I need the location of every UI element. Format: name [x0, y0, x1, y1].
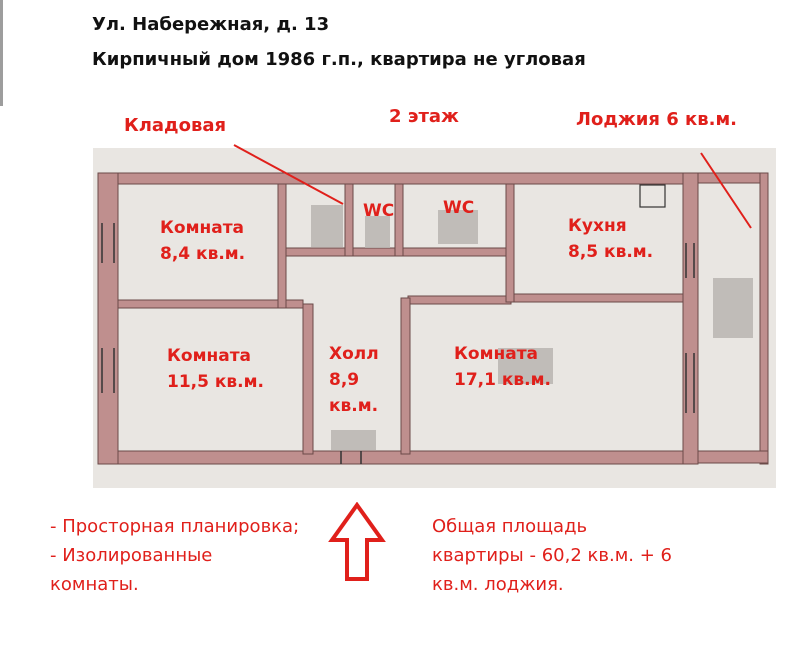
blur-patch-hall [331, 430, 376, 450]
loggia-pointer-line [700, 152, 752, 229]
total-area-note: Общая площадь квартиры - 60,2 кв.м. + 6 … [432, 512, 672, 599]
wall-room3-top [407, 295, 512, 305]
total-line-3: кв.м. лоджия. [432, 574, 564, 595]
room3-name: Комната [454, 344, 539, 364]
wc2-label: WC [443, 198, 475, 218]
blur-patch-loggia [713, 278, 753, 338]
left-edge-strip [0, 0, 3, 106]
total-line-2: квартиры - 60,2 кв.м. + 6 [432, 545, 672, 566]
loggia-wall-bottom [697, 450, 769, 464]
address-heading: Ул. Набережная, д. 13 [92, 14, 330, 35]
kitchen-area: 8,5 кв.м. [568, 242, 654, 262]
blur-patch-wc2 [438, 210, 478, 244]
entrance-arrow-icon [328, 502, 386, 581]
stove-icon [639, 184, 666, 208]
hall-name: Холл [329, 344, 379, 364]
outer-wall-top [97, 172, 699, 185]
features-line-3: комнаты. [50, 574, 139, 595]
hall-area-number: 8,9 [329, 370, 360, 390]
loggia-label: Лоджия 6 кв.м. [576, 109, 737, 130]
wall-corridor-top [277, 247, 507, 257]
room2-label: Комната 11,5 кв.м. [167, 343, 264, 395]
room1-name: Комната [160, 218, 245, 238]
blur-patch-room3 [498, 348, 553, 384]
room3-area: 17,1 кв.м. [454, 370, 551, 390]
loggia-wall-right [759, 172, 769, 465]
room2-name: Комната [167, 346, 252, 366]
kitchen-label: Кухня 8,5 кв.м. [568, 213, 653, 265]
hall-area-unit: кв.м. [329, 396, 379, 416]
room1-area: 8,4 кв.м. [160, 244, 246, 264]
wall-wc-wc [394, 183, 404, 257]
wall-wc-kitchen [505, 183, 515, 303]
outer-wall-bottom [97, 450, 699, 465]
wall-room2-hall [302, 303, 314, 455]
outer-wall-right [682, 172, 699, 465]
wall-kitchen-bottom [510, 293, 684, 303]
features-line-2: - Изолированные [50, 545, 213, 566]
floor-plan [93, 148, 776, 488]
room2-area: 11,5 кв.м. [167, 372, 264, 392]
hall-label: Холл 8,9 кв.м. [329, 341, 379, 419]
loggia-wall-top [697, 172, 769, 184]
blur-patch-storage [311, 205, 343, 247]
total-line-1: Общая площадь [432, 516, 588, 537]
room3-label: Комната 17,1 кв.м. [454, 341, 551, 393]
features-note: - Просторная планировка; - Изолированные… [50, 512, 299, 599]
wc1-label: WC [363, 201, 395, 221]
outer-wall-left [97, 172, 119, 465]
wall-hall-room3 [400, 297, 411, 455]
storage-label: Кладовая [124, 115, 227, 136]
blur-patch-wc [365, 216, 390, 248]
floor-label: 2 этаж [389, 106, 459, 127]
wall-storage-wc [344, 183, 354, 257]
kitchen-name: Кухня [568, 216, 627, 236]
floor-plan-walls [97, 152, 769, 465]
room1-label: Комната 8,4 кв.м. [160, 215, 245, 267]
building-description: Кирпичный дом 1986 г.п., квартира не угл… [92, 49, 586, 70]
wall-room1-room2 [117, 299, 304, 309]
wall-room1-storage [277, 183, 287, 309]
features-line-1: - Просторная планировка; [50, 516, 300, 537]
